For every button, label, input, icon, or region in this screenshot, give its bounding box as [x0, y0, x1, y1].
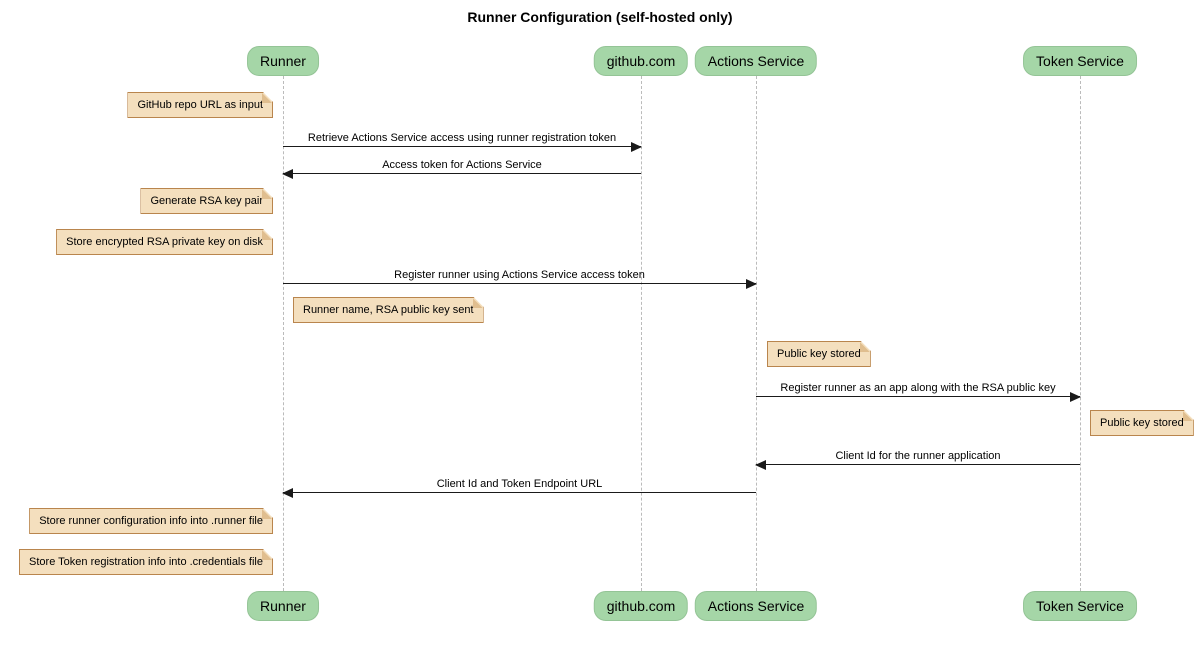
- message-label: Register runner as an app along with the…: [780, 382, 1056, 394]
- arrowhead-right-icon: [1070, 392, 1081, 402]
- note-public-key-stored-actions: Public key stored: [767, 341, 871, 367]
- message-label: Retrieve Actions Service access using ru…: [307, 132, 617, 144]
- message-label: Client Id and Token Endpoint URL: [436, 478, 603, 490]
- arrowhead-right-icon: [631, 142, 642, 152]
- note-public-key-stored-token: Public key stored: [1090, 410, 1194, 436]
- message-retrieve-actions-access: Retrieve Actions Service access using ru…: [283, 129, 642, 152]
- message-label: Register runner using Actions Service ac…: [394, 269, 645, 281]
- participant-github-bottom: github.com: [593, 591, 689, 621]
- arrowhead-right-icon: [746, 279, 757, 289]
- participant-actions-service-top: Actions Service: [694, 46, 818, 76]
- note-runner-name-sent: Runner name, RSA public key sent: [293, 297, 484, 323]
- participant-runner-top: Runner: [247, 46, 319, 76]
- participant-runner-bottom: Runner: [247, 591, 319, 621]
- message-register-runner: Register runner using Actions Service ac…: [283, 266, 757, 289]
- note-store-private-key: Store encrypted RSA private key on disk: [56, 229, 273, 255]
- arrowhead-left-icon: [755, 460, 766, 470]
- lifeline-actions-service: [756, 76, 757, 591]
- note-store-runner-file: Store runner configuration info into .ru…: [29, 508, 273, 534]
- message-access-token: Access token for Actions Service: [282, 156, 641, 179]
- note-generate-rsa: Generate RSA key pair: [140, 188, 273, 214]
- message-client-id-endpoint: Client Id and Token Endpoint URL: [282, 475, 756, 498]
- lifeline-runner: [283, 76, 284, 591]
- participant-actions-service-bottom: Actions Service: [694, 591, 818, 621]
- lifeline-github: [641, 76, 642, 591]
- arrowhead-left-icon: [282, 169, 293, 179]
- message-label: Client Id for the runner application: [835, 450, 1001, 462]
- lifeline-token-service: [1080, 76, 1081, 591]
- message-register-runner-app: Register runner as an app along with the…: [756, 379, 1081, 402]
- message-label: Access token for Actions Service: [382, 159, 542, 171]
- diagram-title: Runner Configuration (self-hosted only): [467, 9, 733, 25]
- participant-token-service-top: Token Service: [1023, 46, 1137, 76]
- participant-token-service-bottom: Token Service: [1023, 591, 1137, 621]
- note-github-repo-url: GitHub repo URL as input: [127, 92, 273, 118]
- participant-github-top: github.com: [593, 46, 689, 76]
- message-client-id: Client Id for the runner application: [755, 447, 1080, 470]
- arrowhead-left-icon: [282, 488, 293, 498]
- note-store-credentials-file: Store Token registration info into .cred…: [19, 549, 273, 575]
